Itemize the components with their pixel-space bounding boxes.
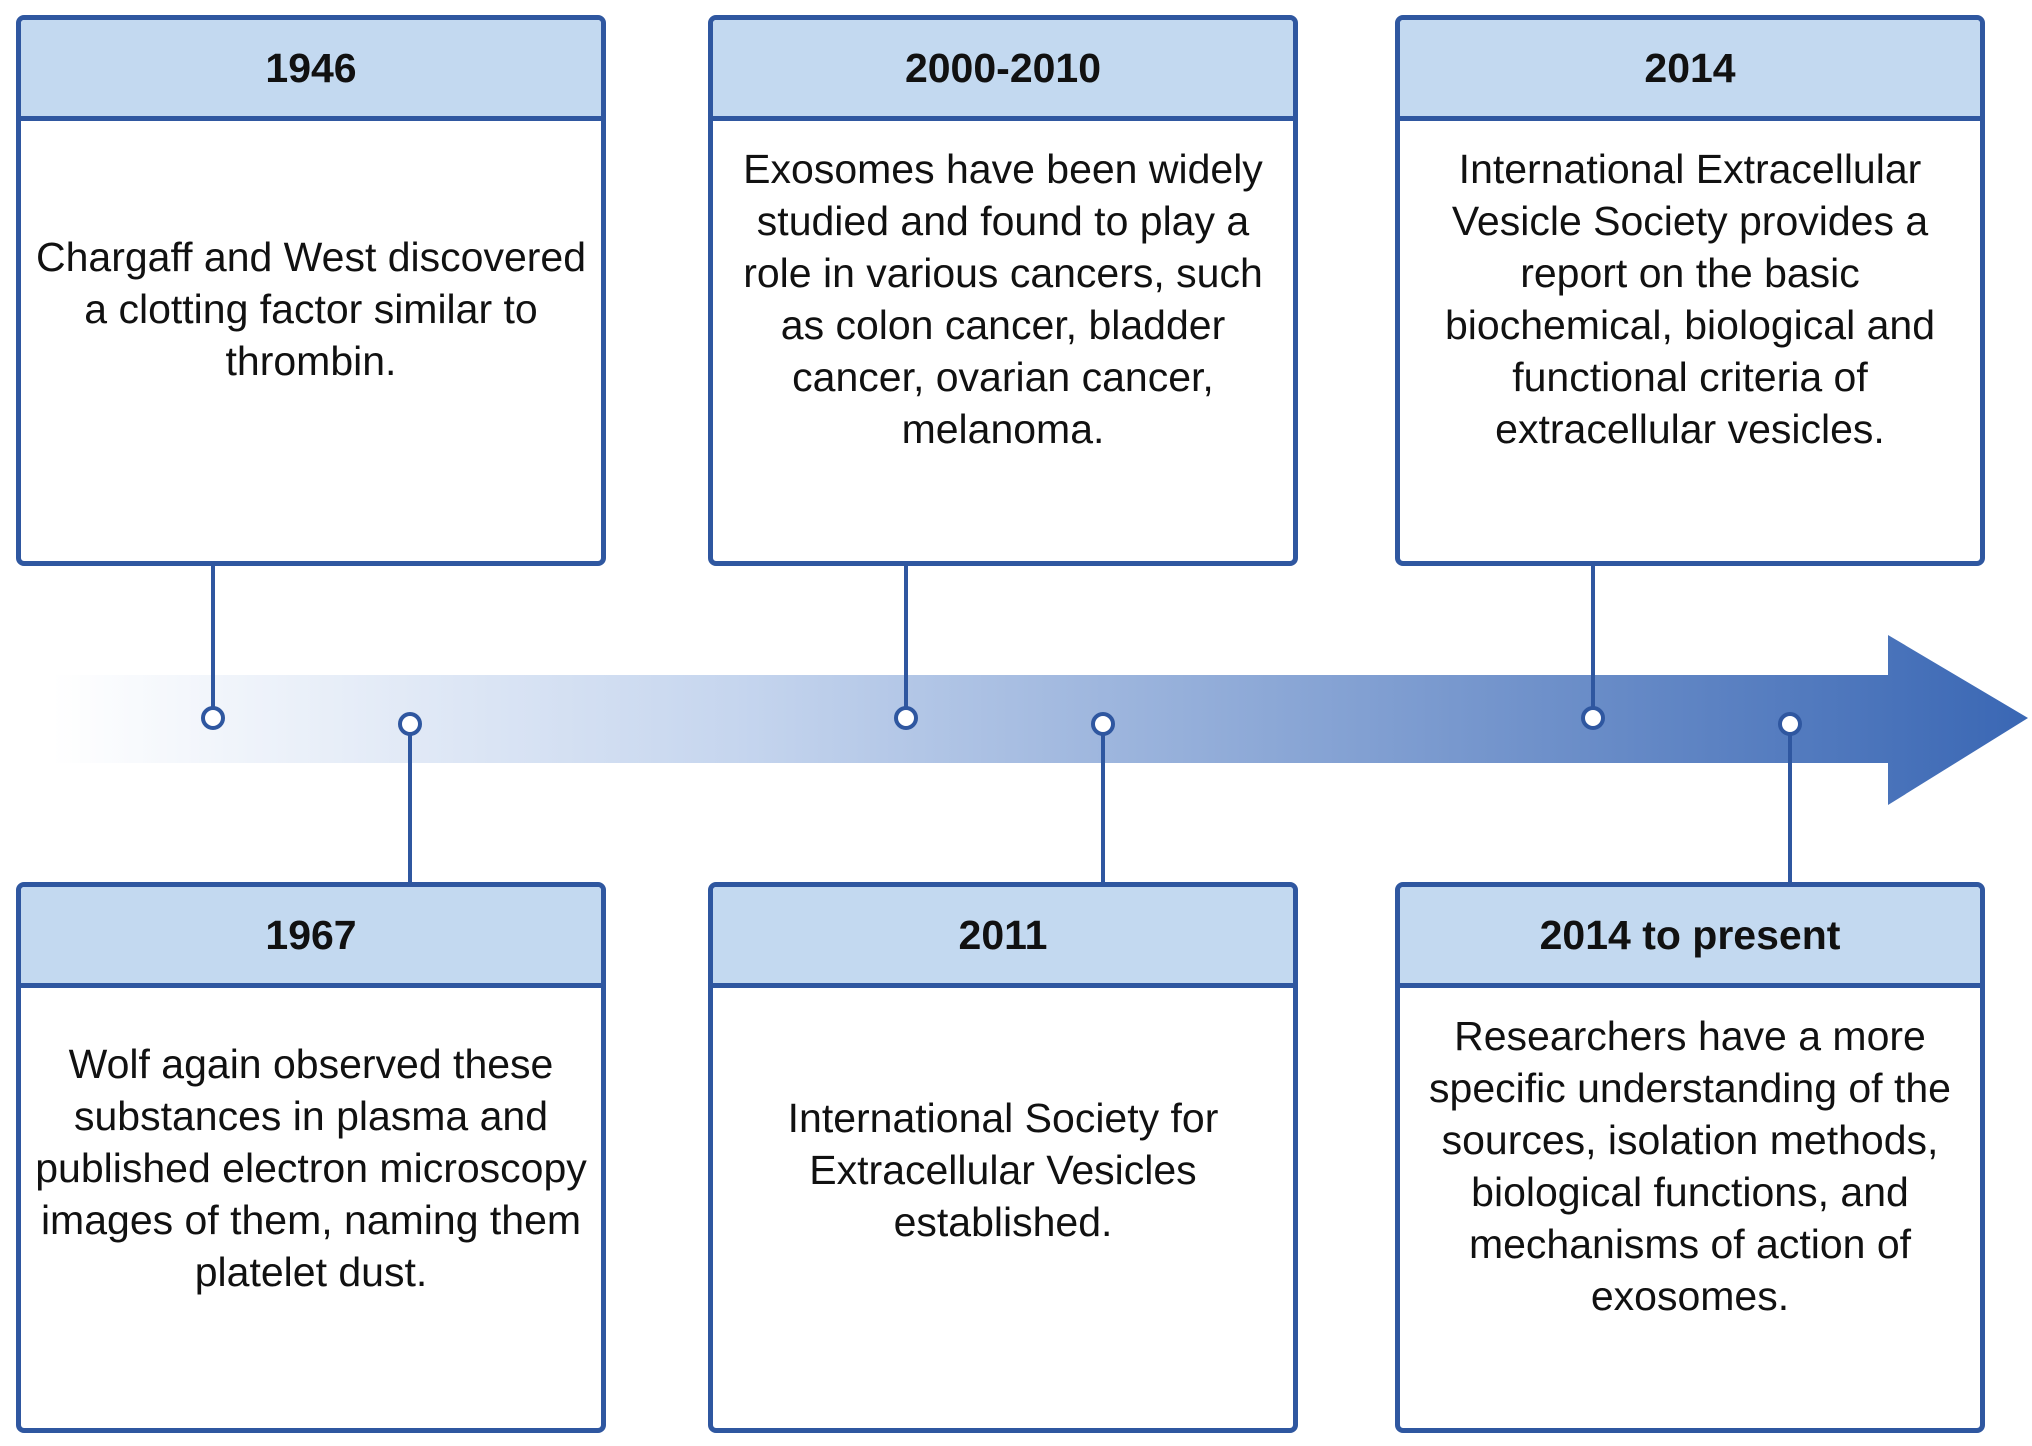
event-card-2014-to-present: 2014 to present Researchers have a more … <box>1395 882 1985 1433</box>
marker-2011 <box>1091 712 1115 736</box>
event-card-2014: 2014 International Extracellular Vesicle… <box>1395 15 1985 566</box>
event-date: 2011 <box>713 887 1293 988</box>
marker-2014 <box>1581 706 1605 730</box>
event-card-2011: 2011 International Society for Extracell… <box>708 882 1298 1433</box>
event-description: Researchers have a more specific underst… <box>1429 1013 1951 1319</box>
marker-2000-2010 <box>894 706 918 730</box>
event-description: Chargaff and West discovered a clotting … <box>35 234 587 384</box>
timeline-arrow <box>52 635 2028 805</box>
event-date: 1967 <box>21 887 601 988</box>
event-card-1967: 1967 Wolf again observed these substance… <box>16 882 606 1433</box>
event-description: International Extracellular Vesicle Soci… <box>1444 146 1936 452</box>
event-date: 2014 to present <box>1400 887 1980 988</box>
marker-2014-to-present <box>1778 712 1802 736</box>
event-date: 2000-2010 <box>713 20 1293 121</box>
event-description: Exosomes have been widely studied and fo… <box>743 146 1263 452</box>
event-description: International Society for Extracellular … <box>787 1095 1219 1245</box>
event-description: Wolf again observed these substances in … <box>35 1041 587 1295</box>
event-date: 2014 <box>1400 20 1980 121</box>
marker-1967 <box>398 712 422 736</box>
event-card-2000-2010: 2000-2010 Exosomes have been widely stud… <box>708 15 1298 566</box>
marker-1946 <box>201 706 225 730</box>
event-date: 1946 <box>21 20 601 121</box>
event-card-1946: 1946 Chargaff and West discovered a clot… <box>16 15 606 566</box>
